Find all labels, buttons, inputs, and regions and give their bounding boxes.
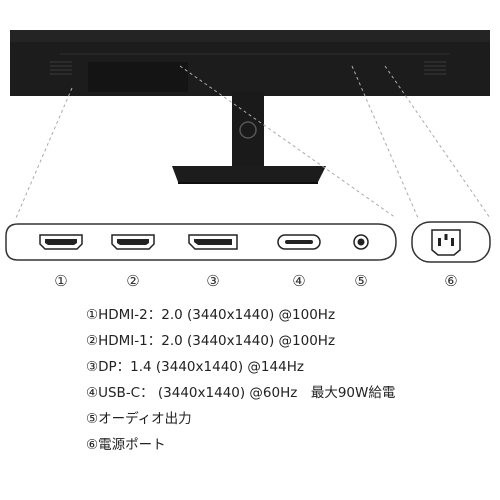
port-number-3: ③ [206, 272, 220, 290]
leader-lines [15, 65, 491, 219]
legend-item-hdmi-2: ①HDMI-2：2.0 (3440x1440) @100Hz [86, 307, 336, 323]
displayport-icon [188, 234, 238, 250]
port-recess [88, 62, 188, 92]
cable-hole [239, 121, 257, 139]
legend-item-dp: ③DP：1.4 (3440x1440) @144Hz [86, 359, 304, 375]
port-legend: ①HDMI-2：2.0 (3440x1440) @100Hz ②HDMI-1：2… [86, 302, 486, 458]
monitor-stand [172, 92, 326, 184]
port-number-6: ⑥ [444, 272, 458, 290]
legend-item-power: ⑥電源ポート [86, 437, 166, 453]
stand-base [172, 166, 326, 182]
audio-jack-icon [353, 234, 369, 250]
port-number-4: ④ [292, 272, 306, 290]
power-socket-icon [431, 229, 461, 256]
legend-item-usb-c: ④USB-C： (3440x1440) @60Hz 最大90W給電 [86, 385, 396, 401]
port-number-2: ② [126, 272, 140, 290]
legend-item-audio: ⑤オーディオ出力 [86, 411, 192, 427]
monitor-back [10, 30, 490, 96]
hdmi-port-icon [111, 234, 155, 250]
hdmi-port-icon [39, 234, 83, 250]
port-number-5: ⑤ [354, 272, 368, 290]
legend-item-hdmi-1: ②HDMI-1：2.0 (3440x1440) @100Hz [86, 333, 336, 349]
left-vent [50, 61, 72, 75]
right-vent [424, 61, 446, 75]
port-number-1: ① [54, 272, 68, 290]
usb-c-port-icon [277, 234, 321, 250]
